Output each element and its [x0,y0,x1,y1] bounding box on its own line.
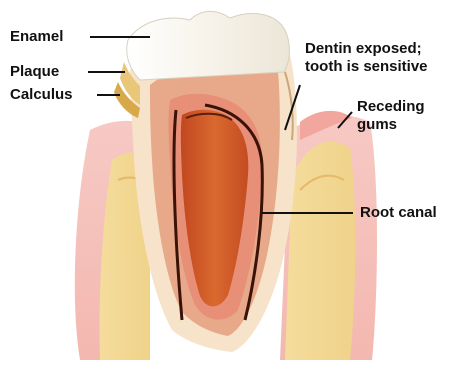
label-calculus: Calculus [10,86,73,104]
label-root-canal: Root canal [360,204,437,222]
label-plaque: Plaque [10,63,59,81]
bone-right [285,141,355,360]
enamel-crown [127,11,290,80]
label-enamel: Enamel [10,28,63,46]
label-receding-gums: Receding gums [357,98,425,134]
label-dentin-exposed: Dentin exposed; tooth is sensitive [305,40,428,76]
